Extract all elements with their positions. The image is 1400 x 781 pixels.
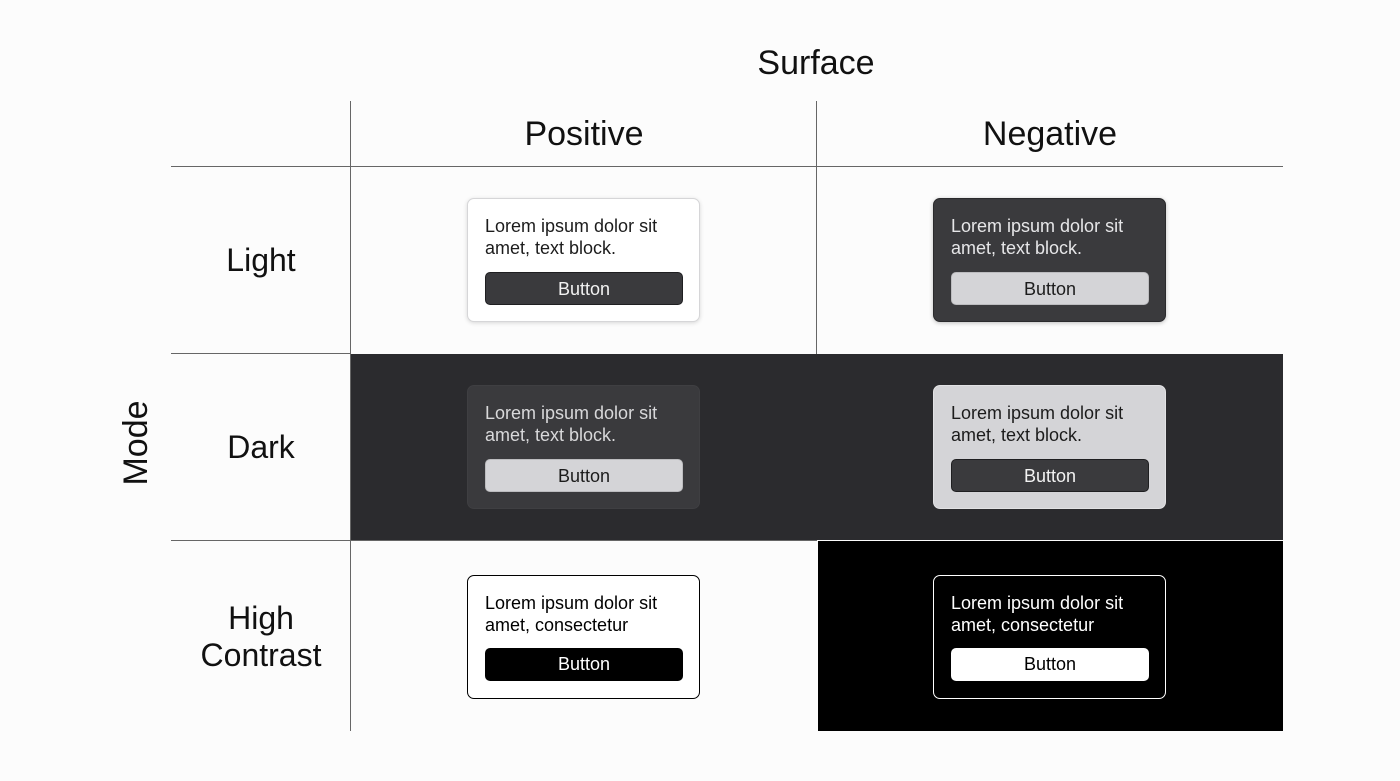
row-label-light: Light xyxy=(226,242,296,278)
card-button[interactable]: Button xyxy=(951,272,1149,305)
row-label-high-contrast: High Contrast xyxy=(171,600,351,674)
card-text: Lorem ipsum dolor sit amet, consectetur xyxy=(485,593,658,635)
grid-divider-row-2 xyxy=(171,540,817,541)
row-label-dark: Dark xyxy=(227,429,295,465)
card-button[interactable]: Button xyxy=(485,272,683,305)
card-text: Lorem ipsum dolor sit amet, text block. xyxy=(951,216,1124,258)
grid-divider-row-1 xyxy=(171,353,351,354)
card-button[interactable]: Button xyxy=(485,648,683,681)
card-text: Lorem ipsum dolor sit amet, text block. xyxy=(485,403,658,445)
card-high-contrast-negative: Lorem ipsum dolor sit amet, consectetur … xyxy=(933,575,1166,699)
mode-axis-title: Mode xyxy=(117,400,155,486)
grid-divider-vertical-left xyxy=(350,101,351,731)
grid-divider-vertical-middle xyxy=(816,101,817,354)
card-button[interactable]: Button xyxy=(951,459,1149,492)
card-light-positive: Lorem ipsum dolor sit amet, text block. … xyxy=(467,198,700,322)
card-dark-positive: Lorem ipsum dolor sit amet, text block. … xyxy=(467,385,700,509)
card-high-contrast-positive: Lorem ipsum dolor sit amet, consectetur … xyxy=(467,575,700,699)
card-text: Lorem ipsum dolor sit amet, text block. xyxy=(485,216,658,258)
card-button[interactable]: Button xyxy=(951,648,1149,681)
column-header-negative: Negative xyxy=(982,115,1118,153)
column-header-positive: Positive xyxy=(524,115,644,153)
card-light-negative: Lorem ipsum dolor sit amet, text block. … xyxy=(933,198,1166,322)
surface-axis-title: Surface xyxy=(757,44,875,82)
grid-divider-header xyxy=(171,166,1283,167)
card-button[interactable]: Button xyxy=(485,459,683,492)
card-dark-negative: Lorem ipsum dolor sit amet, text block. … xyxy=(933,385,1166,509)
row-label-high-contrast-text: High Contrast xyxy=(200,600,322,673)
card-text: Lorem ipsum dolor sit amet, text block. xyxy=(951,403,1124,445)
card-text: Lorem ipsum dolor sit amet, consectetur xyxy=(951,593,1124,635)
